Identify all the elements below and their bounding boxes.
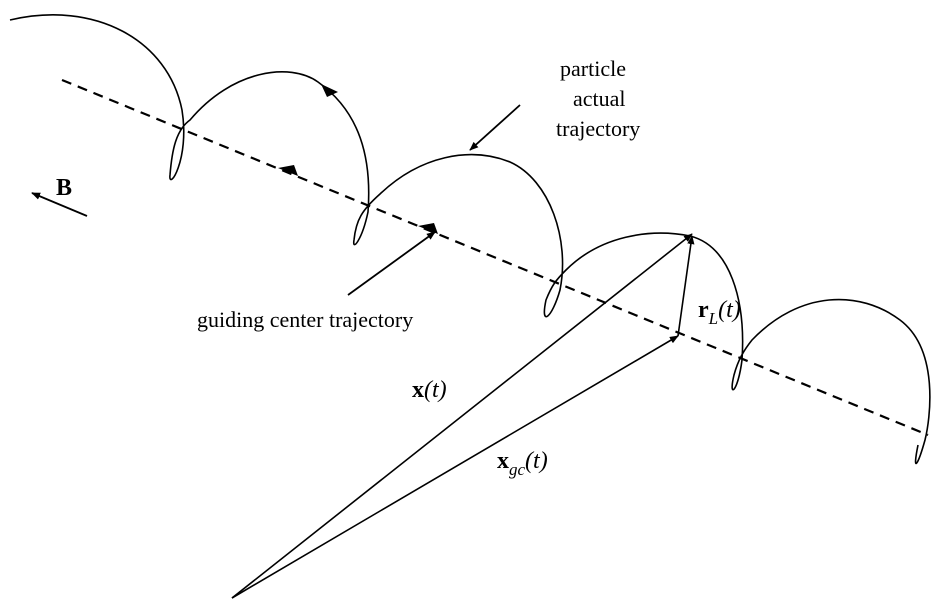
particle-label-line2: actual	[573, 86, 626, 111]
guiding-center-label: guiding center trajectory	[197, 307, 413, 332]
particle-pointer-arrow	[469, 104, 521, 151]
larmor-radius-vector	[677, 235, 695, 337]
guiding-center-direction-arrow	[278, 165, 298, 176]
guiding-center-pointer-arrow	[347, 231, 436, 296]
guiding-center-vector	[231, 335, 679, 599]
particle-label-line1: particle	[560, 56, 626, 81]
particle-label-line3: trajectory	[556, 116, 640, 141]
guiding-center-direction-arrow	[418, 223, 438, 234]
larmor-radius-label: rL(t)	[698, 297, 741, 328]
guiding-center-line	[61, 78, 929, 437]
guiding-center-vector-label: xgc(t)	[497, 448, 548, 479]
magnetic-field-label: B	[56, 175, 72, 201]
position-vector-label: x(t)	[412, 377, 447, 403]
particle-trajectory	[9, 14, 931, 465]
trajectory-direction-arrow	[321, 84, 338, 97]
magnetic-field-arrow	[31, 192, 88, 217]
position-vector	[231, 233, 693, 599]
